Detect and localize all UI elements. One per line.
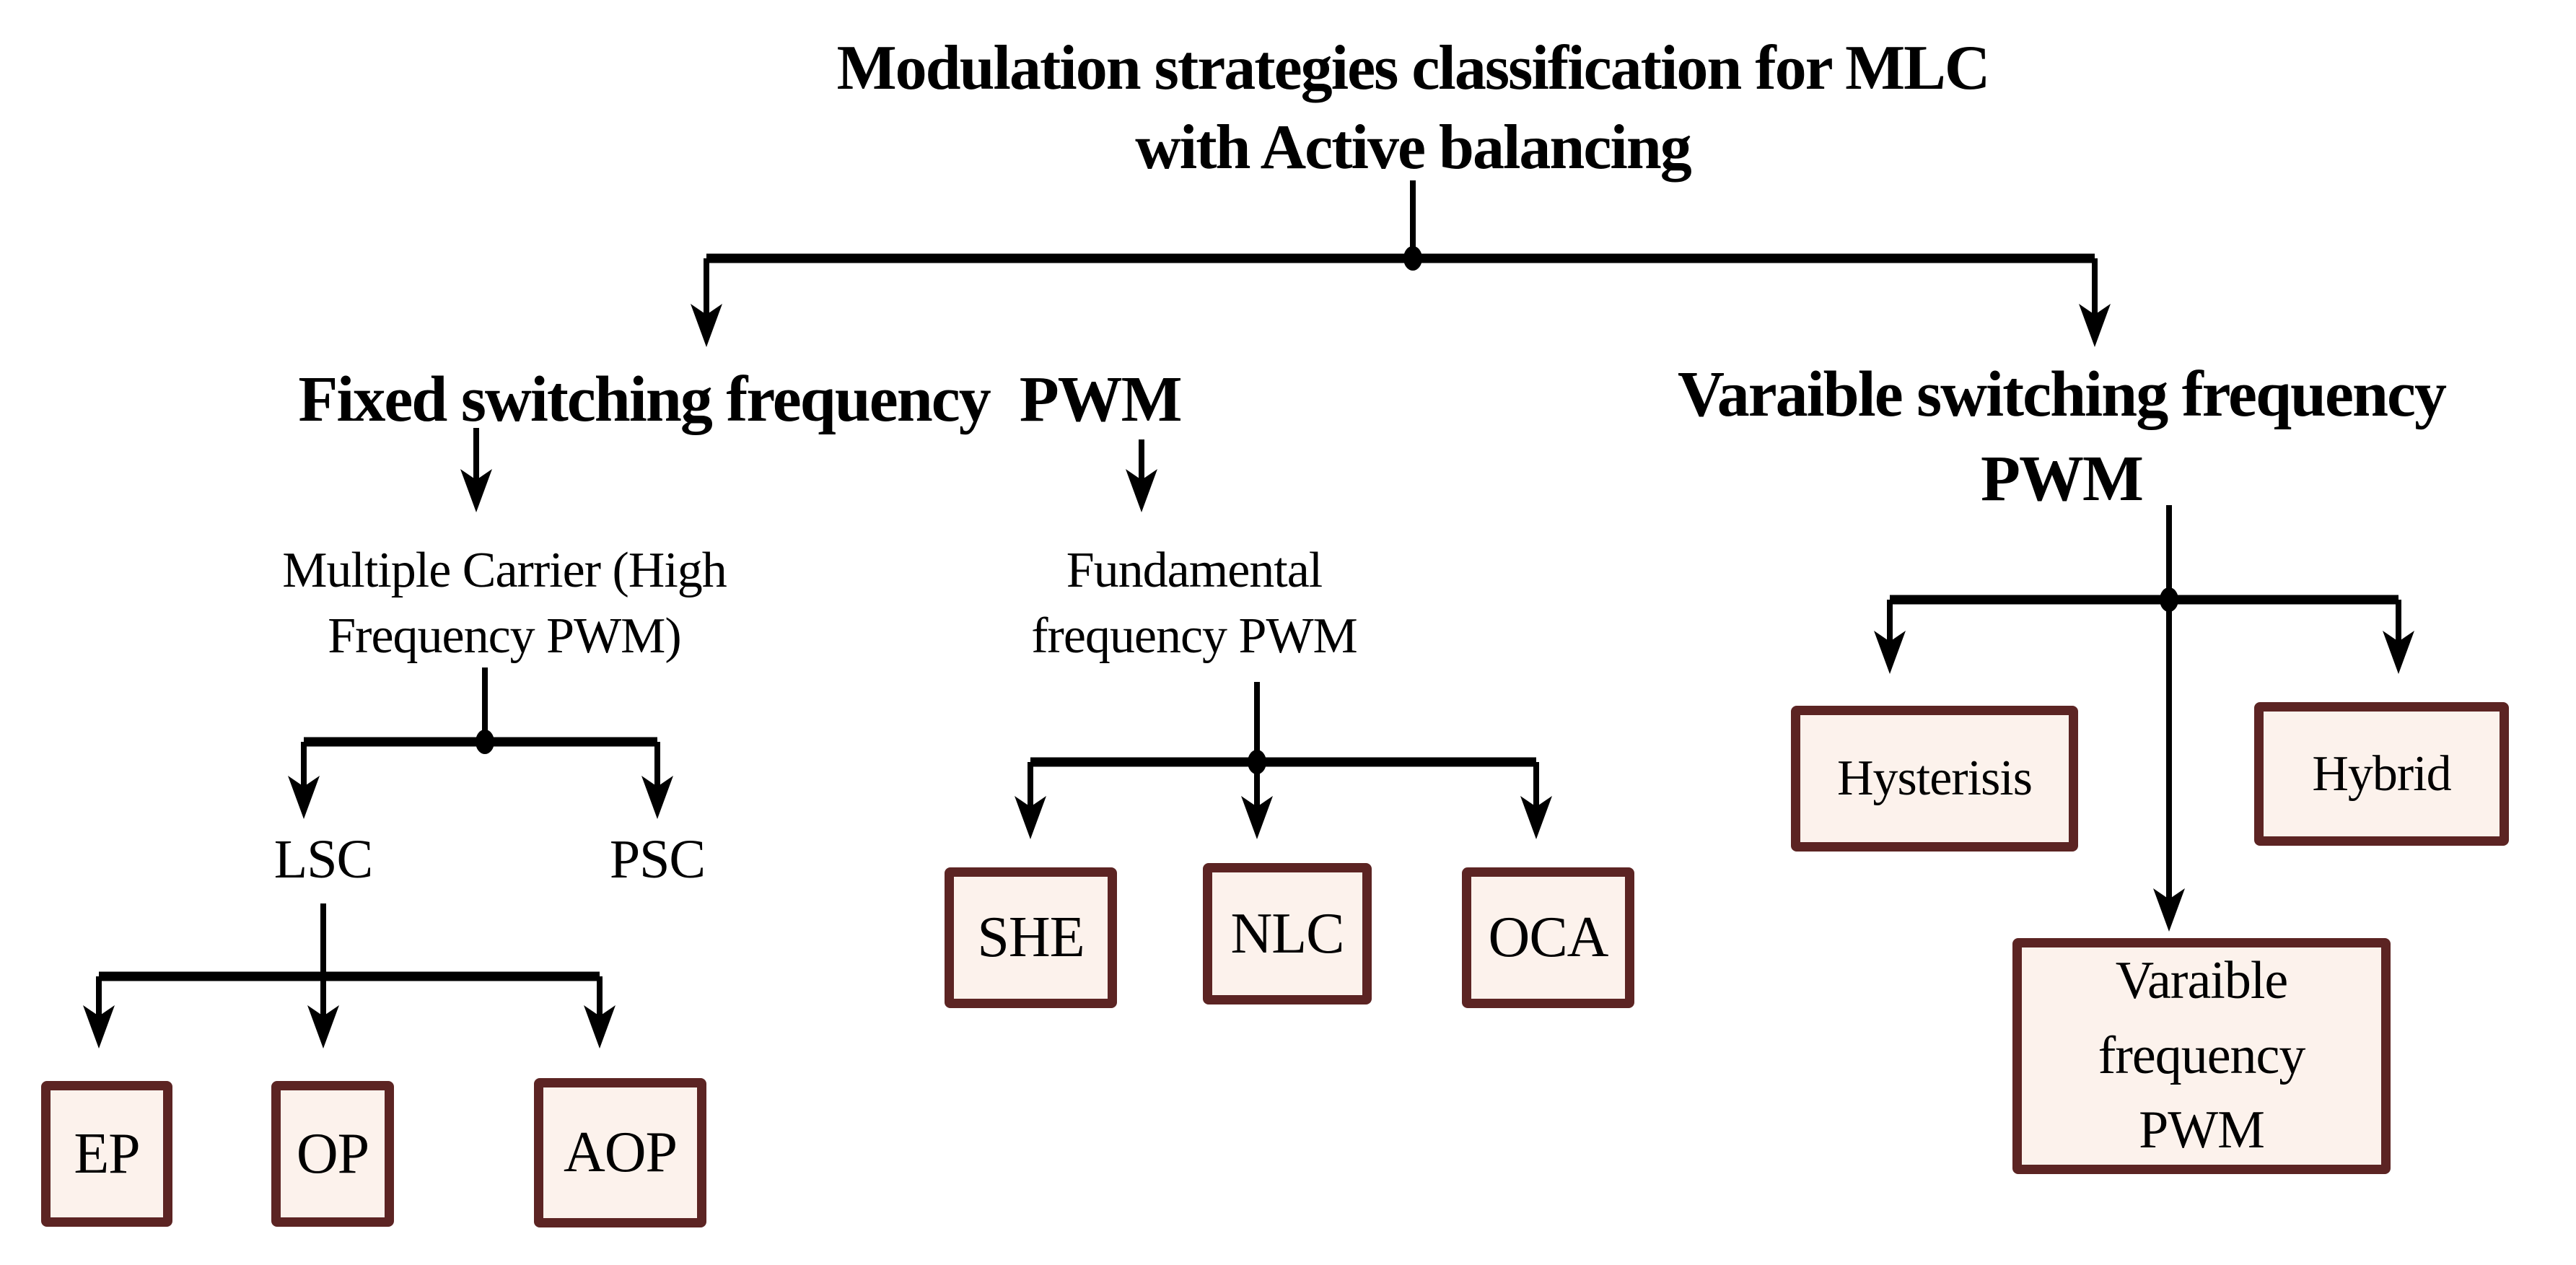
- box-aop: AOP: [534, 1078, 706, 1227]
- node-lsc-label: LSC: [273, 829, 373, 890]
- box-op-label: OP: [296, 1121, 369, 1186]
- box-variable-frequency-pwm: Varaible frequency PWM: [2012, 938, 2391, 1174]
- connector-arrow-fixed: [691, 258, 722, 347]
- connector-arrow-psc: [641, 742, 673, 819]
- box-hybrid: Hybrid: [2254, 702, 2509, 846]
- connector-arrow-ep: [83, 976, 115, 1049]
- box-oca: OCA: [1462, 867, 1634, 1008]
- box-hysterisis-label: Hysterisis: [1837, 750, 2033, 806]
- box-variable-frequency-pwm-label: Varaible frequency PWM: [2098, 951, 2306, 1160]
- node-multiple-carrier-label: Multiple Carrier (High Frequency PWM): [282, 543, 727, 664]
- branch-fixed-heading: Fixed switching frequency PWM: [298, 364, 1182, 435]
- box-nlc-label: NLC: [1230, 901, 1345, 966]
- box-she-label: SHE: [977, 906, 1085, 969]
- connector-arrow-hybrid: [2383, 600, 2414, 674]
- connector-arrow-op: [307, 976, 339, 1049]
- box-op: OP: [271, 1081, 394, 1227]
- connector-arrow-hysterisis: [1874, 600, 1906, 674]
- node-psc-label: PSC: [609, 829, 706, 890]
- branch-variable-heading: Varaible switching frequency PWM: [1677, 359, 2447, 515]
- box-ep-label: EP: [74, 1121, 140, 1186]
- connector-arrow-lsc: [288, 742, 320, 819]
- connector-lsc-rail: [99, 903, 600, 981]
- node-fundamental-label: Fundamental frequency PWM: [1031, 543, 1358, 664]
- connector-arrow-she: [1015, 762, 1046, 839]
- box-hybrid-label: Hybrid: [2312, 745, 2451, 802]
- box-hysterisis: Hysterisis: [1791, 706, 2078, 852]
- connector-arrow-aop: [584, 976, 615, 1049]
- connector-arrow-multiple-carrier: [460, 428, 492, 512]
- connector-arrow-fundamental: [1126, 439, 1157, 512]
- box-nlc: NLC: [1203, 863, 1372, 1004]
- connector-arrow-variable: [2079, 258, 2111, 347]
- diagram-title: Modulation strategies classification for…: [836, 33, 1991, 183]
- connector-arrow-variable-frequency-pwm: [2153, 600, 2185, 932]
- connector-variable-stem: [1890, 505, 2398, 612]
- box-aop-label: AOP: [563, 1121, 678, 1184]
- box-she: SHE: [945, 867, 1117, 1008]
- connector-arrow-nlc: [1241, 762, 1273, 839]
- connector-fundamental-stem: [1030, 682, 1536, 774]
- box-oca-label: OCA: [1488, 906, 1609, 969]
- connector-arrow-oca: [1520, 762, 1552, 839]
- connector-mc-stem: [304, 667, 657, 754]
- box-ep: EP: [41, 1081, 172, 1227]
